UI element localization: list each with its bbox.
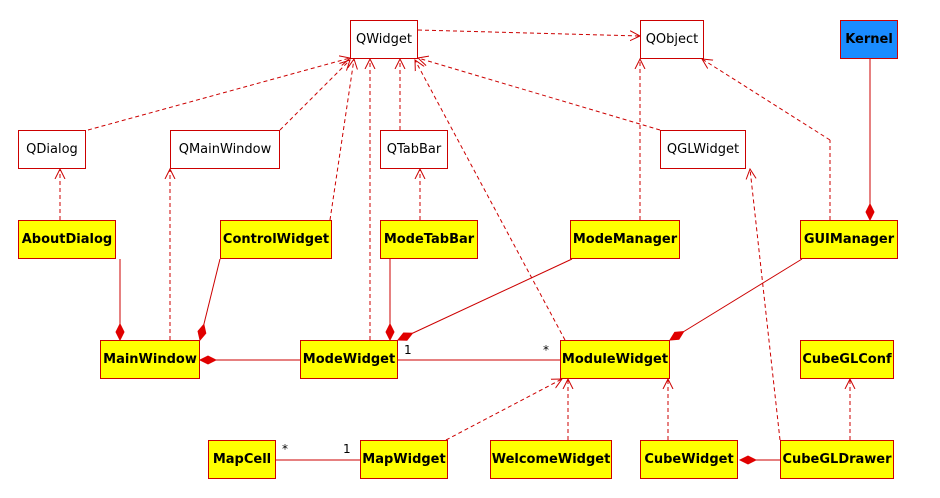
class-qdialog: QDialog: [18, 130, 86, 169]
edge-mapwidget-modulewidget: [445, 379, 562, 441]
edge-qmainwindow-qwidget: [279, 60, 350, 131]
class-modetabbar: ModeTabBar: [380, 220, 478, 259]
class-kernel: Kernel: [840, 20, 898, 59]
mult-mapcell: *: [282, 442, 288, 456]
edge-qwidget-qobject: [417, 29, 640, 36]
class-mapwidget: MapWidget: [360, 440, 448, 479]
mult-modewidget: 1: [404, 343, 412, 357]
class-cubegldrawer: CubeGLDrawer: [780, 440, 894, 479]
mult-modulewidget: *: [543, 343, 549, 357]
edge-qdialog-qwidget: [87, 58, 350, 131]
edge-modemanager-modewidget: [398, 258, 573, 340]
edge-controlwidget-mainwindow: [200, 258, 221, 340]
class-qglwidget: QGLWidget: [660, 130, 746, 169]
class-qtabbar: QTabBar: [380, 130, 448, 169]
class-cubeglconf: CubeGLConf: [800, 340, 894, 379]
edge-guimanager-modulewidget: [670, 258, 803, 340]
class-controlwidget: ControlWidget: [220, 220, 332, 259]
class-modulewidget: ModuleWidget: [560, 340, 670, 379]
edge-modulewidget-qwidget: [415, 60, 566, 341]
edge-controlwidget-qwidget: [329, 59, 354, 221]
class-qmainwindow: QMainWindow: [170, 130, 280, 169]
class-modewidget: ModeWidget: [300, 340, 398, 379]
class-guimanager: GUIManager: [800, 220, 898, 259]
edge-guimanager-qobject-2: [702, 59, 831, 141]
class-cubewidget: CubeWidget: [640, 440, 738, 479]
class-qobject: QObject: [640, 20, 704, 59]
mult-mapwidget: 1: [343, 442, 351, 456]
class-mapcell: MapCell: [208, 440, 276, 479]
class-aboutdialog: AboutDialog: [18, 220, 116, 259]
class-modemanager: ModeManager: [570, 220, 680, 259]
edge-cubegldrawer-qglwidget: [750, 169, 781, 441]
class-qwidget: QWidget: [350, 20, 418, 59]
class-welcomewidget: WelcomeWidget: [490, 440, 612, 479]
class-mainwindow: MainWindow: [100, 340, 200, 379]
edge-qglwidget-qwidget: [418, 58, 661, 131]
